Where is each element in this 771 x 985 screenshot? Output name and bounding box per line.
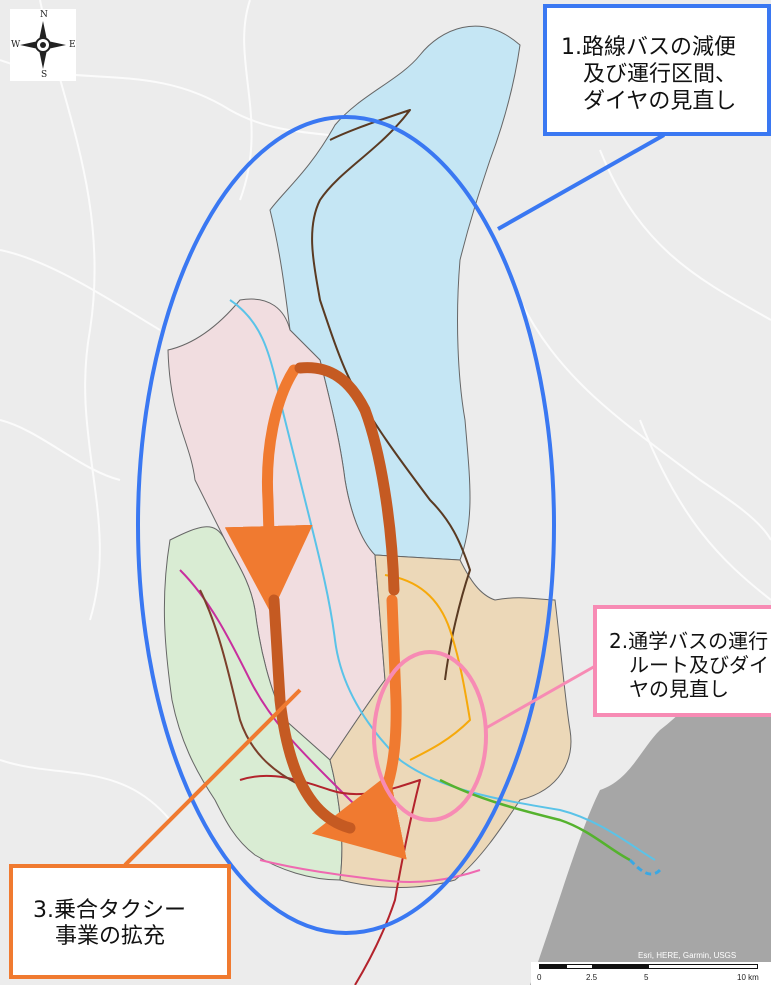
arrow-up-right — [311, 594, 407, 860]
route-dashed-blue — [628, 858, 662, 876]
compass-south-label: S — [41, 70, 48, 80]
scale-tick-label: 0 — [537, 973, 542, 982]
scale-tick-label: 2.5 — [586, 973, 598, 982]
compass-rose-icon — [20, 21, 66, 69]
circulation-arrows — [224, 362, 407, 860]
callout-route-bus-line: ダイヤの見直し — [561, 89, 737, 114]
scale-tick-label: 10 km — [737, 973, 759, 982]
callout-school-bus-line: ルート及びダイ — [609, 653, 769, 677]
scale-tick-label: 5 — [644, 973, 649, 982]
route-orange — [384, 574, 471, 761]
callout-school-bus-line: 2.通学バスの運行 — [609, 629, 769, 653]
callout-route-bus: 1.路線バスの減便 及び運行区間、 ダイヤの見直し — [543, 4, 771, 136]
arrow-top-dark — [294, 362, 400, 596]
leader-line-taxi — [123, 688, 302, 867]
scale-segment — [566, 964, 593, 969]
callout-taxi: 3.乗合タクシー 事業の拡充 — [9, 864, 231, 979]
leader-line-route-bus — [497, 133, 665, 231]
route-brown-north — [311, 109, 471, 681]
ellipse-route-bus — [136, 115, 556, 935]
scale-segment — [648, 964, 758, 969]
compass-north-label: N — [40, 10, 48, 20]
route-brown-west — [199, 589, 301, 786]
compass-rose: N S E W — [10, 9, 76, 81]
scale-segment — [593, 964, 648, 969]
sea-area — [530, 630, 771, 985]
arrow-down-left — [224, 364, 313, 614]
leader-line-school-bus — [485, 663, 598, 730]
callout-taxi-line: 3.乗合タクシー — [33, 898, 186, 923]
zone-north — [269, 25, 521, 561]
callout-route-bus-line: 及び運行区間、 — [561, 62, 738, 87]
scale-bar: 0 2.5 5 10 km — [531, 962, 771, 985]
compass-east-label: E — [69, 40, 76, 50]
scale-segment — [539, 964, 566, 969]
callout-route-bus-line: 1.路線バスの減便 — [561, 35, 736, 60]
ellipse-school-bus — [372, 650, 488, 822]
arrow-bottom-dark — [268, 594, 356, 834]
callout-school-bus-line: ヤの見直し — [609, 677, 729, 701]
callout-taxi-line: 事業の拡充 — [33, 924, 166, 949]
route-green — [439, 778, 631, 862]
compass-west-label: W — [11, 40, 21, 50]
map-attribution: Esri, HERE, Garmin, USGS — [638, 951, 737, 960]
callout-school-bus: 2.通学バスの運行 ルート及びダイ ヤの見直し — [593, 605, 771, 717]
